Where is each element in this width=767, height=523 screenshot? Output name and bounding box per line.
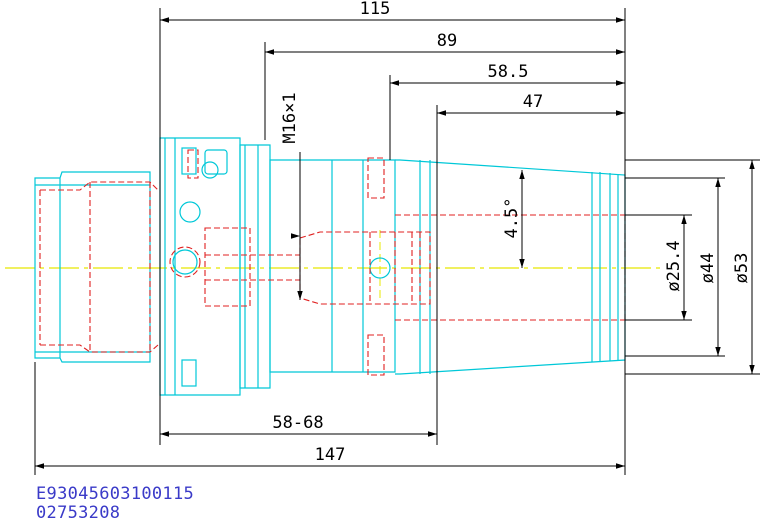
- part-outline: [34, 137, 626, 396]
- hidden-lines: [39, 149, 626, 376]
- dimension-lines: [34, 8, 760, 475]
- dim-text-47: 47: [523, 92, 543, 112]
- part-number: E93045603100115: [36, 484, 195, 504]
- dim-text-dia-53: ø53: [732, 253, 752, 284]
- dim-text-89: 89: [437, 31, 457, 51]
- dim-text-147: 147: [315, 445, 346, 465]
- dim-text-58-5: 58.5: [488, 62, 529, 82]
- dim-text-thread: M16×1: [280, 92, 300, 143]
- dim-text-bore: ø25.4: [664, 240, 684, 291]
- dim-text-dia-44: ø44: [698, 253, 718, 284]
- serial-number: 02753208: [36, 503, 121, 523]
- dim-text-115: 115: [360, 0, 391, 19]
- dim-text-58-68: 58-68: [272, 413, 323, 433]
- dim-text-angle: 4.5°: [502, 198, 522, 239]
